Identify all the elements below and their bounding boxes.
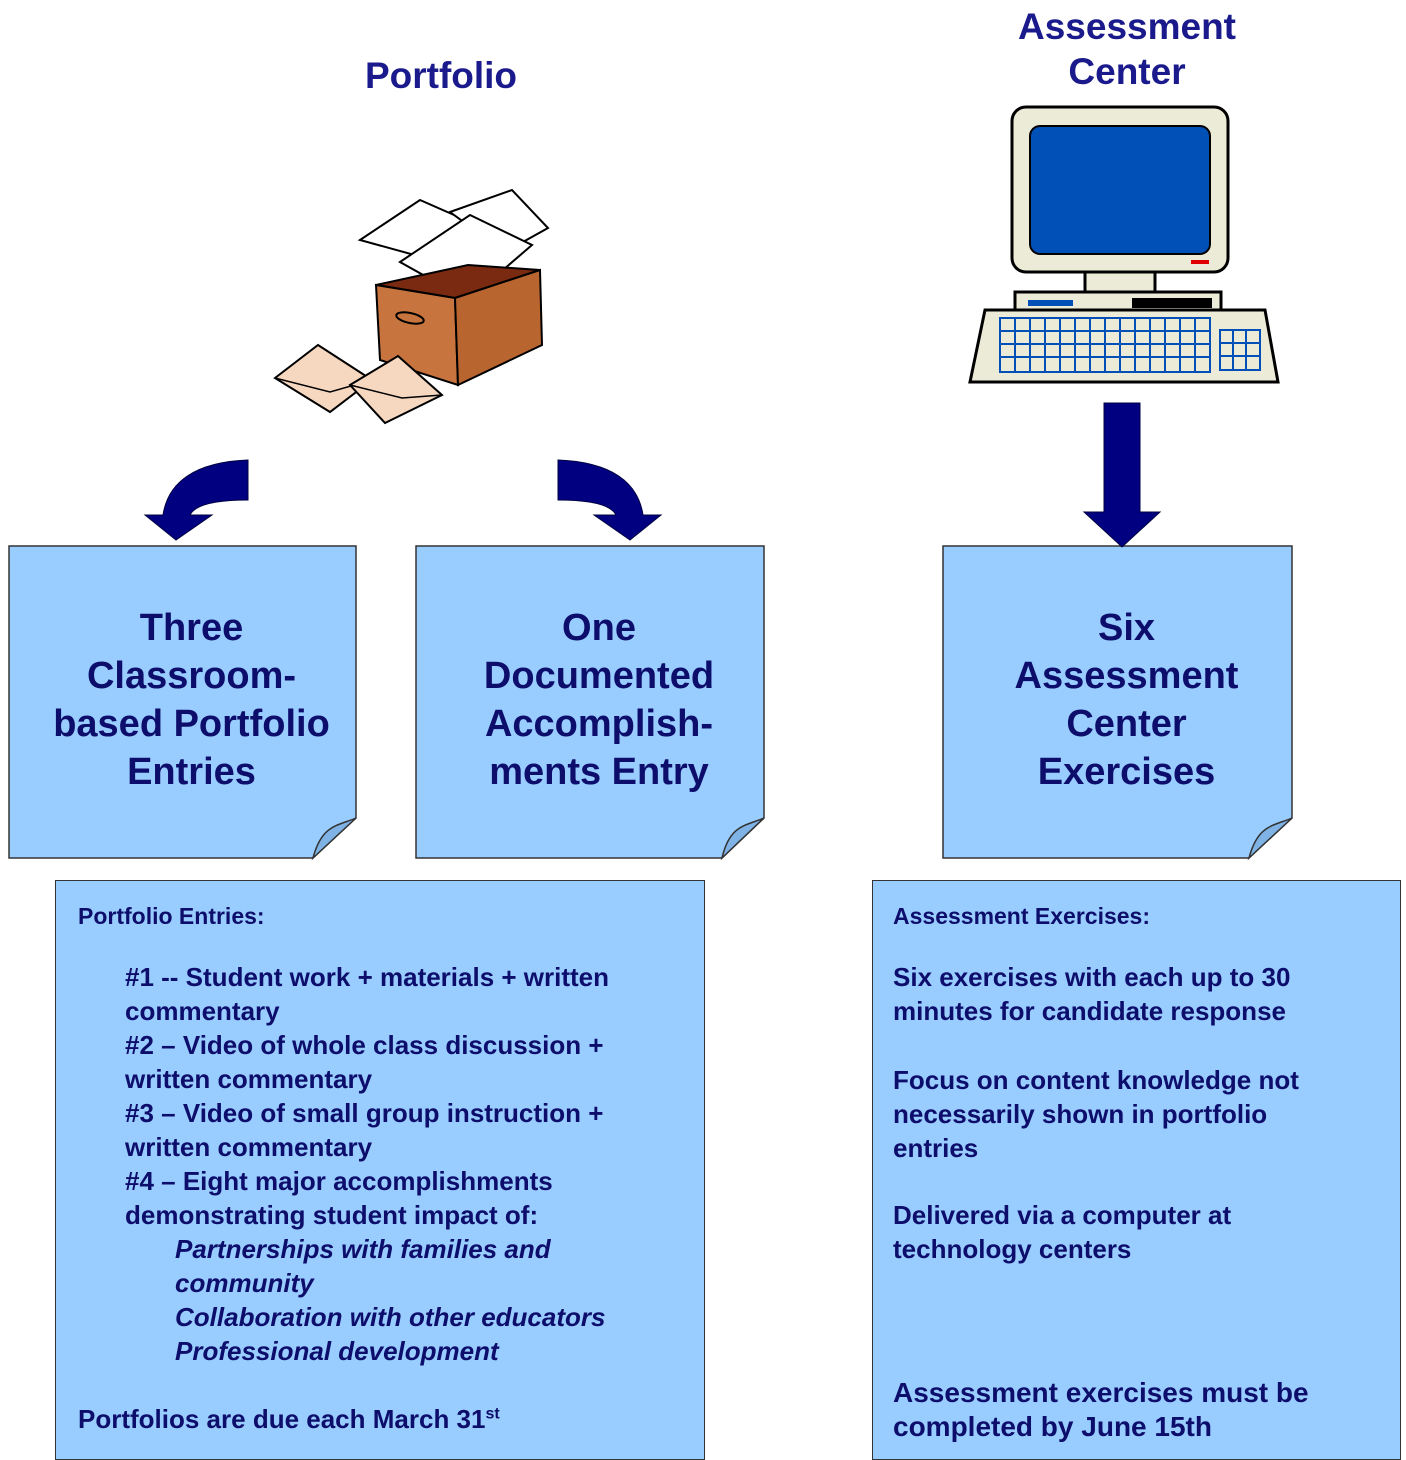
portfolio-entries-card: Three Classroom- based Portfolio Entries [53,607,330,793]
assessment-details-heading: Assessment Exercises: [893,903,1150,929]
assessment-card: Six Assessment Center Exercises [1014,607,1239,793]
portfolio-details-panel: Portfolio Entries: #1 -- Student work + … [55,880,705,1460]
assessment-center-title: Assessment Center [1017,6,1236,92]
portfolio-title: Portfolio [364,55,518,96]
assessment-deadline: Assessment exercises must be completed b… [893,1377,1309,1442]
portfolio-details-heading: Portfolio Entries: [78,903,265,929]
computer-icon [968,105,1280,384]
assessment-focus: Focus on content knowledge not necessari… [893,1065,1299,1163]
impact-areas-list: Partnerships with families and community… [175,1234,606,1366]
assessment-details-panel: Assessment Exercises: Six exercises with… [872,880,1401,1460]
assessment-delivery: Delivered via a computer at technology c… [893,1200,1232,1264]
down-arrow-icon [1082,402,1162,548]
curved-arrow-left-icon [143,459,249,541]
curved-arrow-right-icon [557,459,663,541]
portfolio-due-date: Portfolios are due each March 31st [78,1404,500,1434]
assessment-exercise-count: Six exercises with each up to 30 minutes… [893,962,1291,1026]
portfolio-entry-list: #1 -- Student work + materials + written… [125,962,610,1230]
accomplishments-card: One Documented Accomplish- ments Entry [483,607,715,793]
portfolio-box-icon [273,188,550,425]
